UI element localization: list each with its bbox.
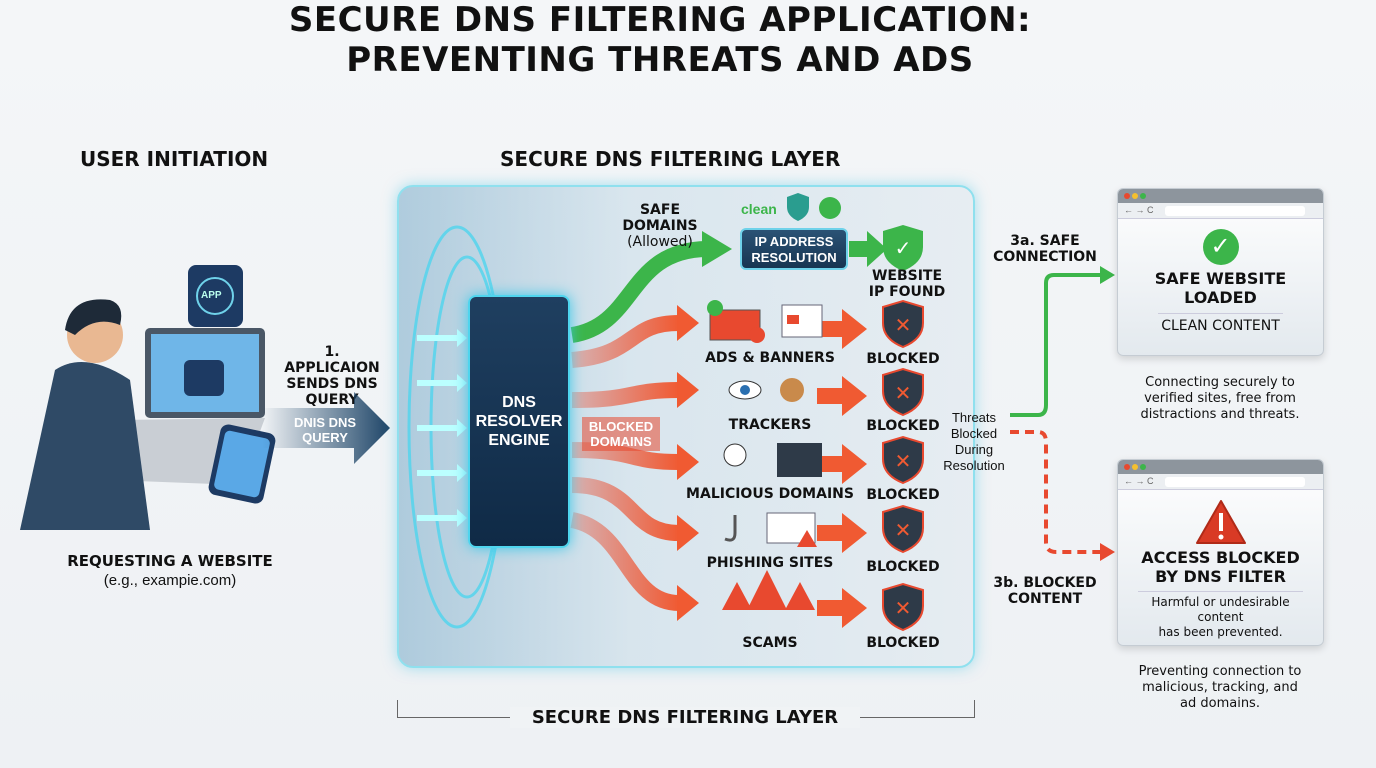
safe-connection-line <box>1010 273 1104 417</box>
warning-icon <box>1196 500 1246 544</box>
svg-text:✕: ✕ <box>895 313 912 337</box>
check-icon: ✓ <box>1202 229 1239 265</box>
page-title: SECURE DNS FILTERING APPLICATION:PREVENT… <box>0 0 1320 80</box>
user-example: (e.g., exampie.com) <box>103 572 237 589</box>
svg-text:✕: ✕ <box>895 381 912 405</box>
status-blocked: BLOCKED <box>866 351 940 367</box>
dns-query-arrow <box>262 392 390 464</box>
svg-text:✕: ✕ <box>895 518 912 542</box>
title-line-1: SECURE DNS FILTERING APPLICATION: <box>288 0 1032 40</box>
category-trackers: TRACKERS <box>728 417 812 433</box>
status-blocked: BLOCKED <box>866 487 940 503</box>
person <box>20 362 150 530</box>
outcome-connectors <box>1010 266 1115 561</box>
app-icon <box>188 265 243 327</box>
svg-text:✕: ✕ <box>895 596 912 620</box>
app-badge-label: APP <box>201 290 222 301</box>
clean-icons <box>787 193 841 221</box>
filter-layer-footer: SECURE DNS FILTERING LAYER <box>510 707 860 728</box>
to-blocked-arrows <box>817 309 867 628</box>
status-blocked: BLOCKED <box>866 559 940 575</box>
safe-arrow <box>570 241 708 343</box>
user-initiation-header: USER INITIATION <box>80 147 269 171</box>
input-arrows <box>417 329 467 527</box>
status-blocked: BLOCKED <box>866 418 940 434</box>
safe-shield-icon <box>883 225 923 271</box>
user-illustration <box>20 265 276 530</box>
address-bar <box>1165 206 1305 216</box>
category-scams: SCAMS <box>742 635 798 651</box>
blocked-shields <box>882 299 924 632</box>
clean-label: clean <box>741 201 777 217</box>
blocked-connection-line <box>1010 430 1101 554</box>
clean-content-label: CLEAN CONTENT <box>1158 313 1283 334</box>
blocked-arrows <box>570 315 680 611</box>
title-line-2: PREVENTING THREATS AND ADS <box>346 40 974 80</box>
svg-text:✕: ✕ <box>895 449 912 473</box>
category-ads-banners: ADS & BANNERS <box>705 350 835 366</box>
status-blocked: BLOCKED <box>866 635 940 651</box>
ip-to-shield-arrow <box>849 231 887 267</box>
address-bar <box>1165 477 1305 487</box>
category-icons <box>707 300 823 610</box>
category-phishing-sites: PHISHING SITES <box>706 555 834 571</box>
svg-text:✓: ✓ <box>895 238 912 260</box>
category-malicious-domains: MALICIOUS DOMAINS <box>686 486 854 502</box>
filter-layer-header: SECURE DNS FILTERING LAYER <box>500 147 841 171</box>
user-caption: REQUESTING A WEBSITE <box>67 552 273 570</box>
safe-domains-label: SAFE DOMAINS(Allowed) <box>622 202 698 250</box>
